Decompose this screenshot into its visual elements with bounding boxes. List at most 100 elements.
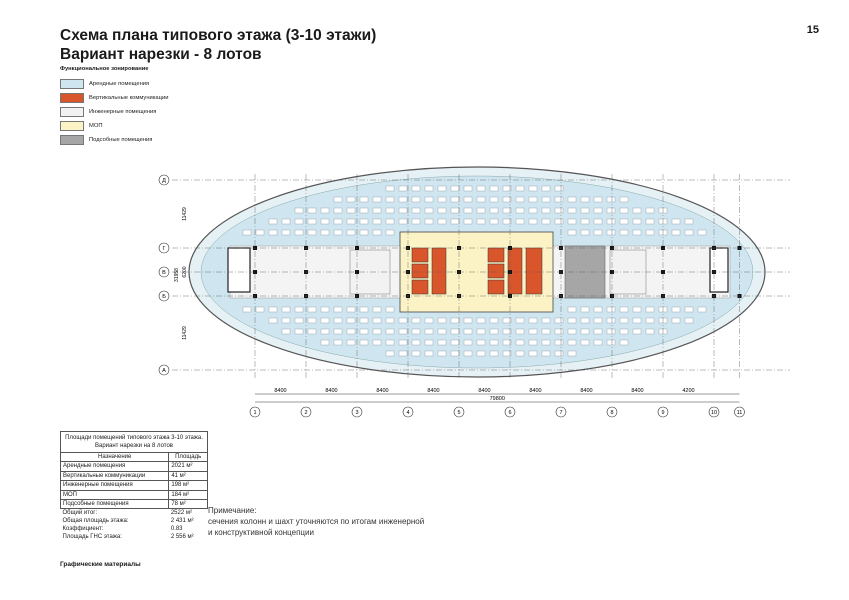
desk	[645, 229, 655, 236]
desk	[632, 218, 642, 225]
elevator-shaft	[411, 263, 429, 279]
desk	[502, 185, 512, 192]
row-name: Вертикальные коммуникации	[59, 470, 170, 482]
vertical-dimension-label: 6200	[182, 266, 188, 277]
desk	[645, 328, 655, 335]
desk	[528, 317, 538, 324]
desk	[567, 328, 577, 335]
desk	[476, 317, 486, 324]
desk	[502, 218, 512, 225]
desk	[242, 229, 252, 236]
desk	[580, 328, 590, 335]
desk	[580, 229, 590, 236]
desk	[515, 328, 525, 335]
desk	[567, 196, 577, 203]
desk	[372, 207, 382, 214]
desk	[671, 218, 681, 225]
desk	[671, 317, 681, 324]
desk	[398, 328, 408, 335]
vertical-total-label: 31958	[174, 268, 180, 282]
desk	[450, 350, 460, 357]
total-value: 0.83	[170, 526, 183, 533]
elevator-shaft	[411, 247, 429, 263]
axis-letter-bubble	[158, 174, 170, 186]
desk	[372, 317, 382, 324]
desk	[528, 185, 538, 192]
desk	[320, 317, 330, 324]
page-number: 15	[806, 24, 819, 36]
desk	[606, 196, 616, 203]
desk	[528, 328, 538, 335]
desk	[632, 306, 642, 313]
desk	[398, 317, 408, 324]
zoning-legend: Функциональное зонирование Арендные поме…	[60, 66, 168, 147]
desk	[554, 185, 564, 192]
desk	[450, 185, 460, 192]
desk	[320, 339, 330, 346]
total-name: Общий итог:	[60, 508, 169, 518]
axis-number-label: 11	[737, 410, 743, 416]
desk	[463, 185, 473, 192]
table-caption-row: Площади помещений типового этажа 3-10 эт…	[60, 431, 208, 453]
desk	[476, 185, 486, 192]
desk	[346, 207, 356, 214]
legend-label: Вертикальные коммуникации	[89, 95, 169, 101]
desk	[268, 229, 278, 236]
total-row: Площадь ГНС этажа:2 556 м²	[61, 533, 208, 541]
desk	[567, 317, 577, 324]
axis-number-label: 7	[559, 410, 562, 416]
axis-letter-label: А	[162, 368, 166, 374]
desk	[593, 207, 603, 214]
desk	[684, 218, 694, 225]
desk	[489, 339, 499, 346]
desk	[489, 196, 499, 203]
desk	[359, 207, 369, 214]
desk	[632, 207, 642, 214]
axis-number-label: 3	[355, 410, 358, 416]
desk	[541, 339, 551, 346]
desk	[554, 218, 564, 225]
desk	[528, 207, 538, 214]
desk	[372, 339, 382, 346]
desk	[567, 339, 577, 346]
axis-number-bubble	[734, 406, 745, 418]
desk	[606, 229, 616, 236]
desk	[632, 229, 642, 236]
vertical-dimension-label: 11429	[182, 326, 188, 340]
desk	[346, 328, 356, 335]
desk	[580, 207, 590, 214]
dimension-label: 8400	[631, 388, 643, 394]
total-value: 2 556 м²	[170, 534, 194, 541]
desk	[359, 196, 369, 203]
desk	[359, 218, 369, 225]
desk	[268, 317, 278, 324]
desk	[463, 328, 473, 335]
desk	[554, 328, 564, 335]
vertical-dimension-label: 11429	[182, 207, 188, 221]
axis-letter-bubble	[158, 242, 170, 254]
desk	[398, 185, 408, 192]
desk	[359, 229, 369, 236]
desk	[437, 328, 447, 335]
title-line-2: Вариант нарезки - 8 лотов	[60, 46, 262, 63]
desk	[541, 317, 551, 324]
desk	[645, 207, 655, 214]
axis-number-bubble	[351, 406, 363, 418]
legend-label: МОП	[89, 123, 103, 129]
desk	[268, 218, 278, 225]
desk	[372, 196, 382, 203]
desk	[515, 339, 525, 346]
desk	[398, 218, 408, 225]
desk	[281, 306, 291, 313]
desk	[463, 196, 473, 203]
desk	[606, 218, 616, 225]
desk	[684, 317, 694, 324]
row-area: 78 м²	[168, 499, 208, 510]
desk	[502, 196, 512, 203]
desk	[476, 328, 486, 335]
desk	[502, 350, 512, 357]
stair-core	[431, 247, 447, 295]
desk	[606, 207, 616, 214]
